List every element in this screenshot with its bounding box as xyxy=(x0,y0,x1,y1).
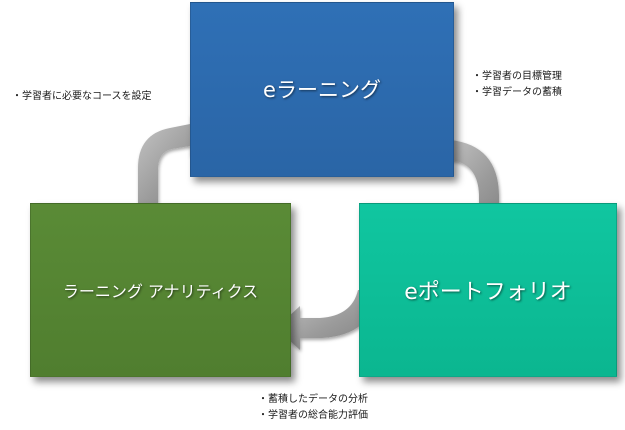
elearning-label: eラーニング xyxy=(263,77,381,102)
note-line: ・学習者の目標管理 xyxy=(472,71,562,82)
note-course-setting: ・学習者に必要なコースを設定 xyxy=(12,89,152,105)
note-analysis-and-evaluation: ・蓄積したデータの分析 ・学習者の総合能力評価 xyxy=(258,392,368,424)
note-line: ・学習者に必要なコースを設定 xyxy=(12,91,152,102)
note-line: ・学習データの蓄積 xyxy=(472,87,562,98)
learning-analytics-box: ラーニング アナリティクス xyxy=(30,203,291,377)
learning-analytics-label: ラーニング アナリティクス xyxy=(62,282,259,301)
eportfolio-box: eポートフォリオ xyxy=(359,203,617,377)
note-line: ・蓄積したデータの分析 xyxy=(258,394,368,405)
eportfolio-label: eポートフォリオ xyxy=(404,280,572,305)
note-line: ・学習者の総合能力評価 xyxy=(258,410,368,421)
note-goals-and-data: ・学習者の目標管理 ・学習データの蓄積 xyxy=(472,69,562,101)
elearning-box: eラーニング xyxy=(190,2,454,177)
